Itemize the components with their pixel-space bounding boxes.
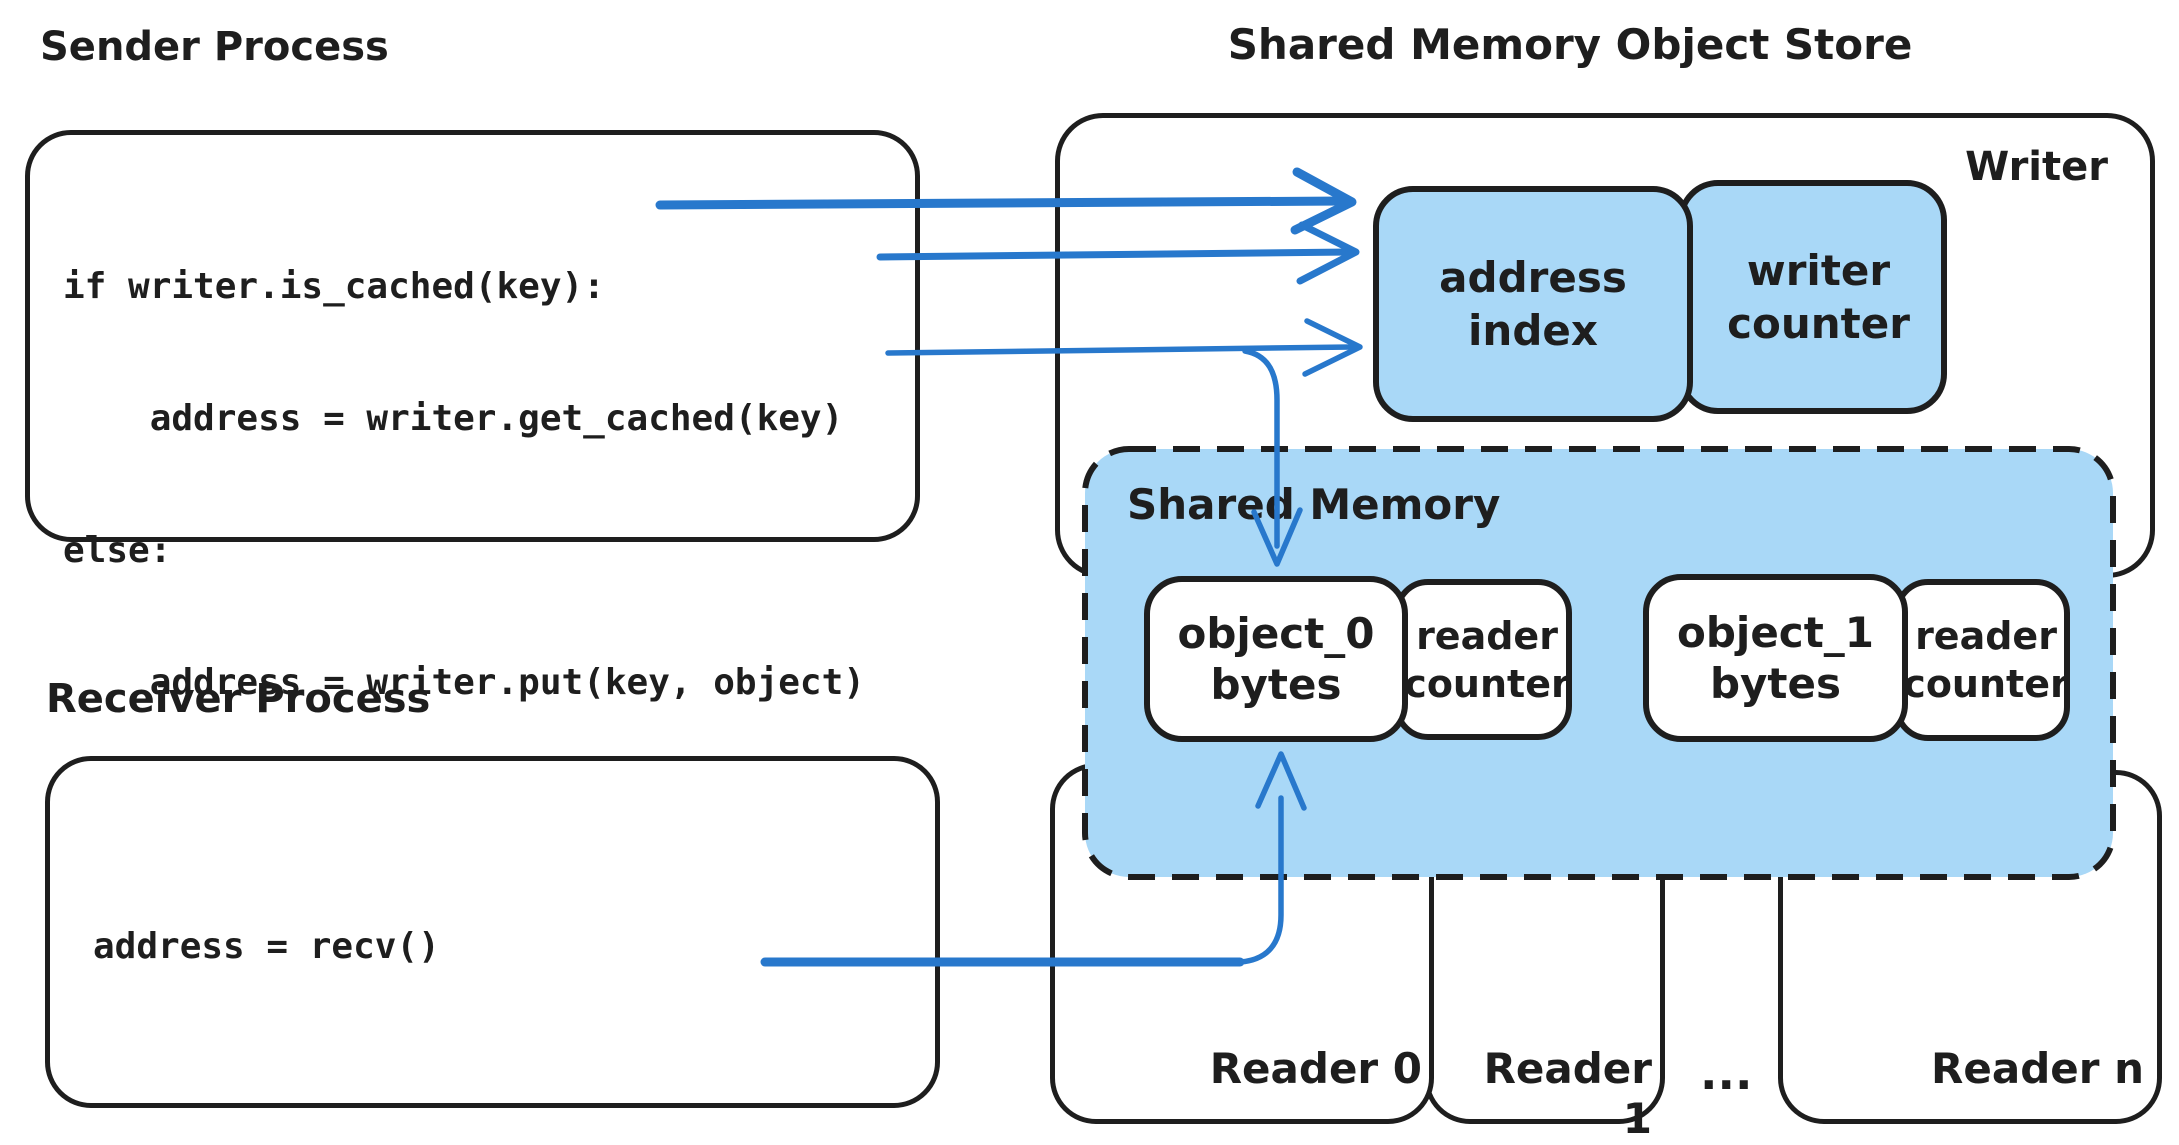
writer-counter-line1: writer [1746,246,1891,295]
sender-box [25,130,920,542]
arrow-get-from-object0 [760,751,1307,967]
address-index-line1: address [1439,253,1627,302]
sender-code-line: address = writer.put(key, object) [63,662,865,703]
object1-line1: object_1 [1677,608,1874,657]
reader-counter-a-box: reader counter [1394,579,1572,740]
writer-counter-line2: counter [1727,299,1910,348]
sender-code-line: else: [63,530,172,571]
shared-memory-box [1082,446,2116,880]
reader-counter-b-line1: reader [1915,614,2057,658]
object1-line2: bytes [1709,659,1841,708]
reader-counter-a-line1: reader [1416,613,1558,658]
sender-code-line: if writer.is_cached(key): [63,266,605,307]
receiver-code-line: address = recv() [93,926,440,967]
object1-box: object_1 bytes [1643,574,1908,742]
readers-ellipsis: ... [1700,1046,1753,1100]
receiver-process-label: Receiver Process [46,676,431,722]
receiver-code: address = recv() object = reader_0.get(a… [93,840,743,1145]
reader-counter-a-line2: counter [1404,661,1570,706]
arrow-get-cached [876,221,1360,285]
object0-line1: object_0 [1177,609,1375,658]
arrow-put-to-object0 [1242,348,1303,567]
reader0-label: Reader 0 [1209,1044,1422,1093]
address-index-box: address index [1373,186,1693,422]
arrow-is-cached [655,167,1357,235]
arrow-put [885,318,1363,377]
object0-line2: bytes [1210,660,1342,709]
writer-label: Writer [1965,144,2108,190]
writer-counter-box: writer counter [1678,180,1947,414]
reader-counter-b-box: reader counter [1894,579,2070,741]
reader1-label: Reader 1 [1483,1044,1652,1143]
reader-counter-b-line2: counter [1903,662,2069,706]
readern-label: Reader n [1931,1044,2144,1093]
object0-box: object_0 bytes [1144,576,1408,742]
address-index-line2: index [1468,306,1598,355]
receiver-box [45,756,940,1108]
shared-memory-label: Shared Memory [1127,480,1501,529]
sender-code-line: address = writer.get_cached(key) [63,398,844,439]
sender-process-label: Sender Process [40,24,389,70]
store-title: Shared Memory Object Store [1227,20,1913,69]
